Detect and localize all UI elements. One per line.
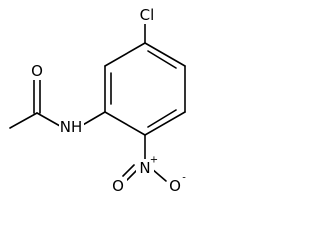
ring-bond-5	[144, 111, 186, 136]
bond-nitro-oxygen-right	[151, 168, 167, 182]
ring-inner-double-3	[147, 109, 177, 128]
ring-inner-double-2	[147, 50, 177, 69]
bond-methyl-carbonyl	[9, 112, 38, 129]
atom-background-layer	[29, 5, 184, 195]
nitro-oxygen-left-atom-label: O	[112, 177, 124, 195]
amide-nitrogen-atom-label: NH	[60, 118, 83, 136]
nitro-positive-charge-label: +	[150, 155, 158, 166]
chlorine-label-bg	[135, 5, 159, 24]
chlorine-atom-label: Cl	[140, 6, 155, 24]
carbonyl-oxygen-label-bg	[29, 63, 45, 80]
nitro-nitrogen-label-bg	[136, 159, 154, 178]
ring-bond-6	[104, 111, 146, 136]
structure-svg: Cl O NH N + O O -	[9, 5, 186, 195]
carbonyl-oxygen-atom-label: O	[31, 62, 43, 80]
bond-nh-ring	[80, 111, 106, 127]
atom-label-layer: Cl O NH N + O O -	[31, 6, 186, 195]
nitro-oxygen-right-atom-label: O	[169, 177, 181, 195]
amide-nitrogen-label-bg	[59, 117, 84, 137]
bond-nitro-oxygen-left-b	[122, 164, 135, 177]
nitro-negative-charge-label: -	[182, 173, 186, 184]
bond-layer	[9, 23, 186, 182]
ring-bond-3	[144, 42, 186, 67]
bond-carbonyl-nh	[36, 112, 61, 127]
nitro-nitrogen-atom-label: N	[139, 159, 150, 177]
chemical-structure-diagram: Cl O NH N + O O -	[0, 0, 186, 198]
nitro-oxygen-right-label-bg	[167, 177, 184, 195]
ring-bond-2	[104, 42, 146, 67]
nitro-oxygen-left-label-bg	[110, 177, 127, 195]
